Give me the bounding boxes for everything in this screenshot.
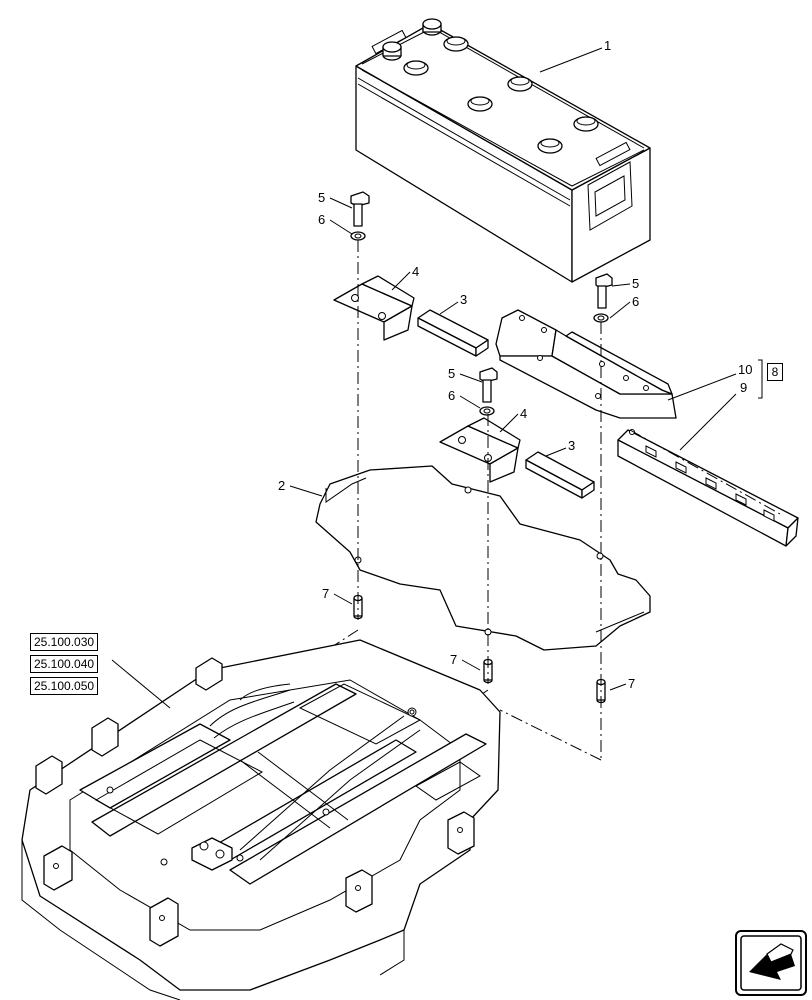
rubber-pad-upper[interactable] bbox=[417, 309, 489, 357]
clamp-upper[interactable] bbox=[333, 275, 415, 341]
washer-middle[interactable] bbox=[479, 406, 495, 416]
callout-7-right: 7 bbox=[628, 676, 635, 691]
callout-10: 10 bbox=[738, 362, 752, 377]
reference-box-8[interactable]: 8 bbox=[767, 363, 783, 381]
reference-link-25-100-040[interactable]: 25.100.040 bbox=[30, 655, 99, 673]
side-rail[interactable] bbox=[617, 429, 799, 547]
centerline-right-lower bbox=[499, 709, 602, 761]
callout-6-left: 6 bbox=[318, 212, 325, 227]
angle-bracket[interactable] bbox=[495, 309, 677, 419]
callout-4-lower: 4 bbox=[520, 406, 527, 421]
callout-5-left: 5 bbox=[318, 190, 325, 205]
callout-3-upper: 3 bbox=[460, 292, 467, 307]
bolt-right[interactable] bbox=[595, 273, 613, 309]
callout-5-right: 5 bbox=[632, 276, 639, 291]
callout-6-right: 6 bbox=[632, 294, 639, 309]
battery-terminal-negative bbox=[382, 41, 402, 61]
washer-right[interactable] bbox=[593, 313, 609, 323]
washer-left[interactable] bbox=[350, 231, 366, 241]
arrow-navigation-icon bbox=[740, 935, 802, 991]
battery[interactable] bbox=[355, 18, 651, 283]
callout-9: 9 bbox=[740, 380, 747, 395]
callout-3-lower: 3 bbox=[568, 438, 575, 453]
bolt-left[interactable] bbox=[350, 191, 370, 227]
chassis-frame[interactable] bbox=[21, 639, 501, 1000]
navigation-button[interactable] bbox=[735, 930, 807, 996]
reference-link-25-100-030[interactable]: 25.100.030 bbox=[30, 633, 99, 651]
rubber-pad-lower[interactable] bbox=[525, 451, 595, 499]
bolt-middle[interactable] bbox=[479, 367, 498, 403]
reference-link-25-100-050[interactable]: 25.100.050 bbox=[30, 677, 99, 695]
callout-7-middle: 7 bbox=[450, 652, 457, 667]
battery-tray-plate[interactable] bbox=[315, 465, 651, 651]
callout-5-middle: 5 bbox=[448, 366, 455, 381]
clamp-lower[interactable] bbox=[439, 417, 521, 483]
callout-6-middle: 6 bbox=[448, 388, 455, 403]
callout-1: 1 bbox=[604, 38, 611, 53]
battery-terminal-positive bbox=[422, 18, 442, 36]
callout-2: 2 bbox=[278, 478, 285, 493]
callout-7-left: 7 bbox=[322, 586, 329, 601]
callout-4-upper: 4 bbox=[412, 264, 419, 279]
